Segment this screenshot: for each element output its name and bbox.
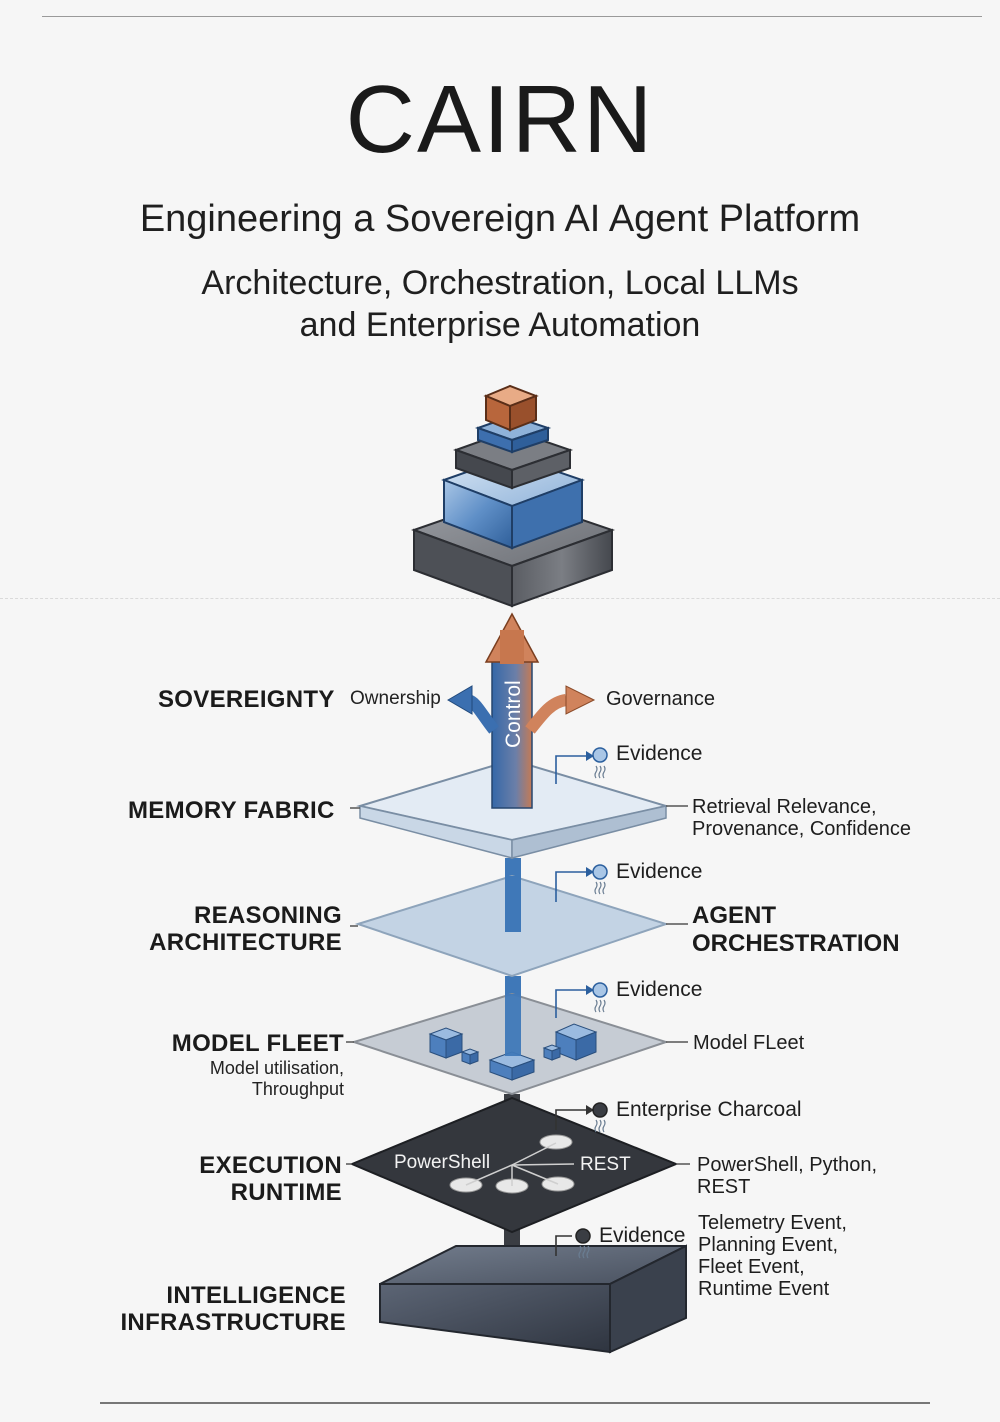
governance-arrow: [525, 685, 596, 734]
event-line-1: Telemetry Event,: [698, 1212, 847, 1234]
powershell-node-label: PowerShell: [394, 1152, 491, 1173]
page-subtitle: Engineering a Sovereign AI Agent Platfor…: [139, 198, 861, 240]
model-fleet-evidence-label: Evidence: [616, 978, 703, 1001]
infrastructure-label-line-2: INFRASTRUCTURE: [120, 1309, 346, 1336]
model-fleet-label: MODEL FLEET: [171, 1030, 344, 1057]
bottom-rule: [100, 1402, 930, 1404]
model-fleet-sub-line-1: Model utilisation,: [209, 1058, 344, 1078]
tagline-line-1: Architecture, Orchestration, Local LLMs: [201, 264, 799, 302]
infrastructure-evidence-label: Evidence: [599, 1224, 686, 1247]
execution-tools-line-1: PowerShell, Python,: [697, 1154, 878, 1176]
memory-metric-line-1: Retrieval Relevance,: [692, 796, 877, 818]
page-title: CAIRN: [345, 66, 655, 173]
infrastructure-label-line-1: INTELLIGENCE: [166, 1282, 346, 1309]
execution-runtime-tools: PowerShell, Python, REST: [697, 1154, 877, 1198]
evidence-nodes: [575, 747, 608, 1244]
agent-orchestration-line-2: ORCHESTRATION: [692, 930, 900, 957]
event-line-3: Fleet Event,: [698, 1256, 805, 1278]
agent-orchestration-line-1: AGENT: [692, 902, 776, 929]
top-rule: [42, 16, 982, 17]
tagline-line-2: and Enterprise Automation: [299, 306, 701, 344]
execution-tools-line-2: REST: [697, 1176, 751, 1198]
model-fleet-sub: Model utilisation, Throughput: [210, 1058, 344, 1100]
infrastructure-block: [379, 1244, 687, 1354]
agent-orchestration-label: AGENT ORCHESTRATION: [692, 902, 900, 958]
control-pillar: [484, 612, 540, 809]
sovereignty-label: SOVEREIGNTY: [158, 686, 335, 713]
infrastructure-events: Telemetry Event, Planning Event, Fleet E…: [698, 1212, 847, 1300]
execution-label-line-1: EXECUTION: [199, 1152, 342, 1179]
reasoning-evidence-label: Evidence: [616, 860, 703, 883]
memory-fabric-metrics: Retrieval Relevance, Provenance, Confide…: [692, 796, 911, 840]
reasoning-label-line-2: ARCHITECTURE: [149, 929, 342, 956]
memory-fabric-label: MEMORY FABRIC: [128, 797, 335, 824]
event-line-2: Planning Event,: [698, 1234, 839, 1256]
ownership-arrow: [447, 685, 499, 734]
cairn-stack-icon: [411, 384, 616, 608]
signal-marks: [578, 765, 606, 1259]
governance-label: Governance: [606, 688, 715, 710]
execution-evidence-label: Enterprise Charcoal: [616, 1098, 802, 1121]
model-fleet-right-label: Model FLeet: [693, 1032, 805, 1054]
intelligence-infrastructure-label: INTELLIGENCE INFRASTRUCTURE: [120, 1282, 346, 1336]
execution-label-line-2: RUNTIME: [230, 1179, 342, 1206]
page-tagline: Architecture, Orchestration, Local LLMs …: [0, 262, 1000, 346]
evidence-callouts: [555, 755, 586, 1256]
left-connectors: [346, 807, 360, 1165]
ownership-label: Ownership: [350, 688, 441, 709]
memory-evidence-label: Evidence: [616, 742, 703, 765]
model-fleet-sub-line-2: Throughput: [251, 1079, 344, 1099]
reasoning-label: REASONING ARCHITECTURE: [149, 902, 342, 956]
reasoning-label-line-1: REASONING: [193, 902, 342, 929]
control-label: Control: [502, 680, 525, 748]
execution-runtime-label: EXECUTION RUNTIME: [199, 1152, 342, 1206]
rest-node-label: REST: [580, 1154, 631, 1175]
right-connectors: [666, 805, 690, 1165]
event-line-4: Runtime Event: [698, 1278, 830, 1300]
memory-metric-line-2: Provenance, Confidence: [692, 818, 912, 840]
